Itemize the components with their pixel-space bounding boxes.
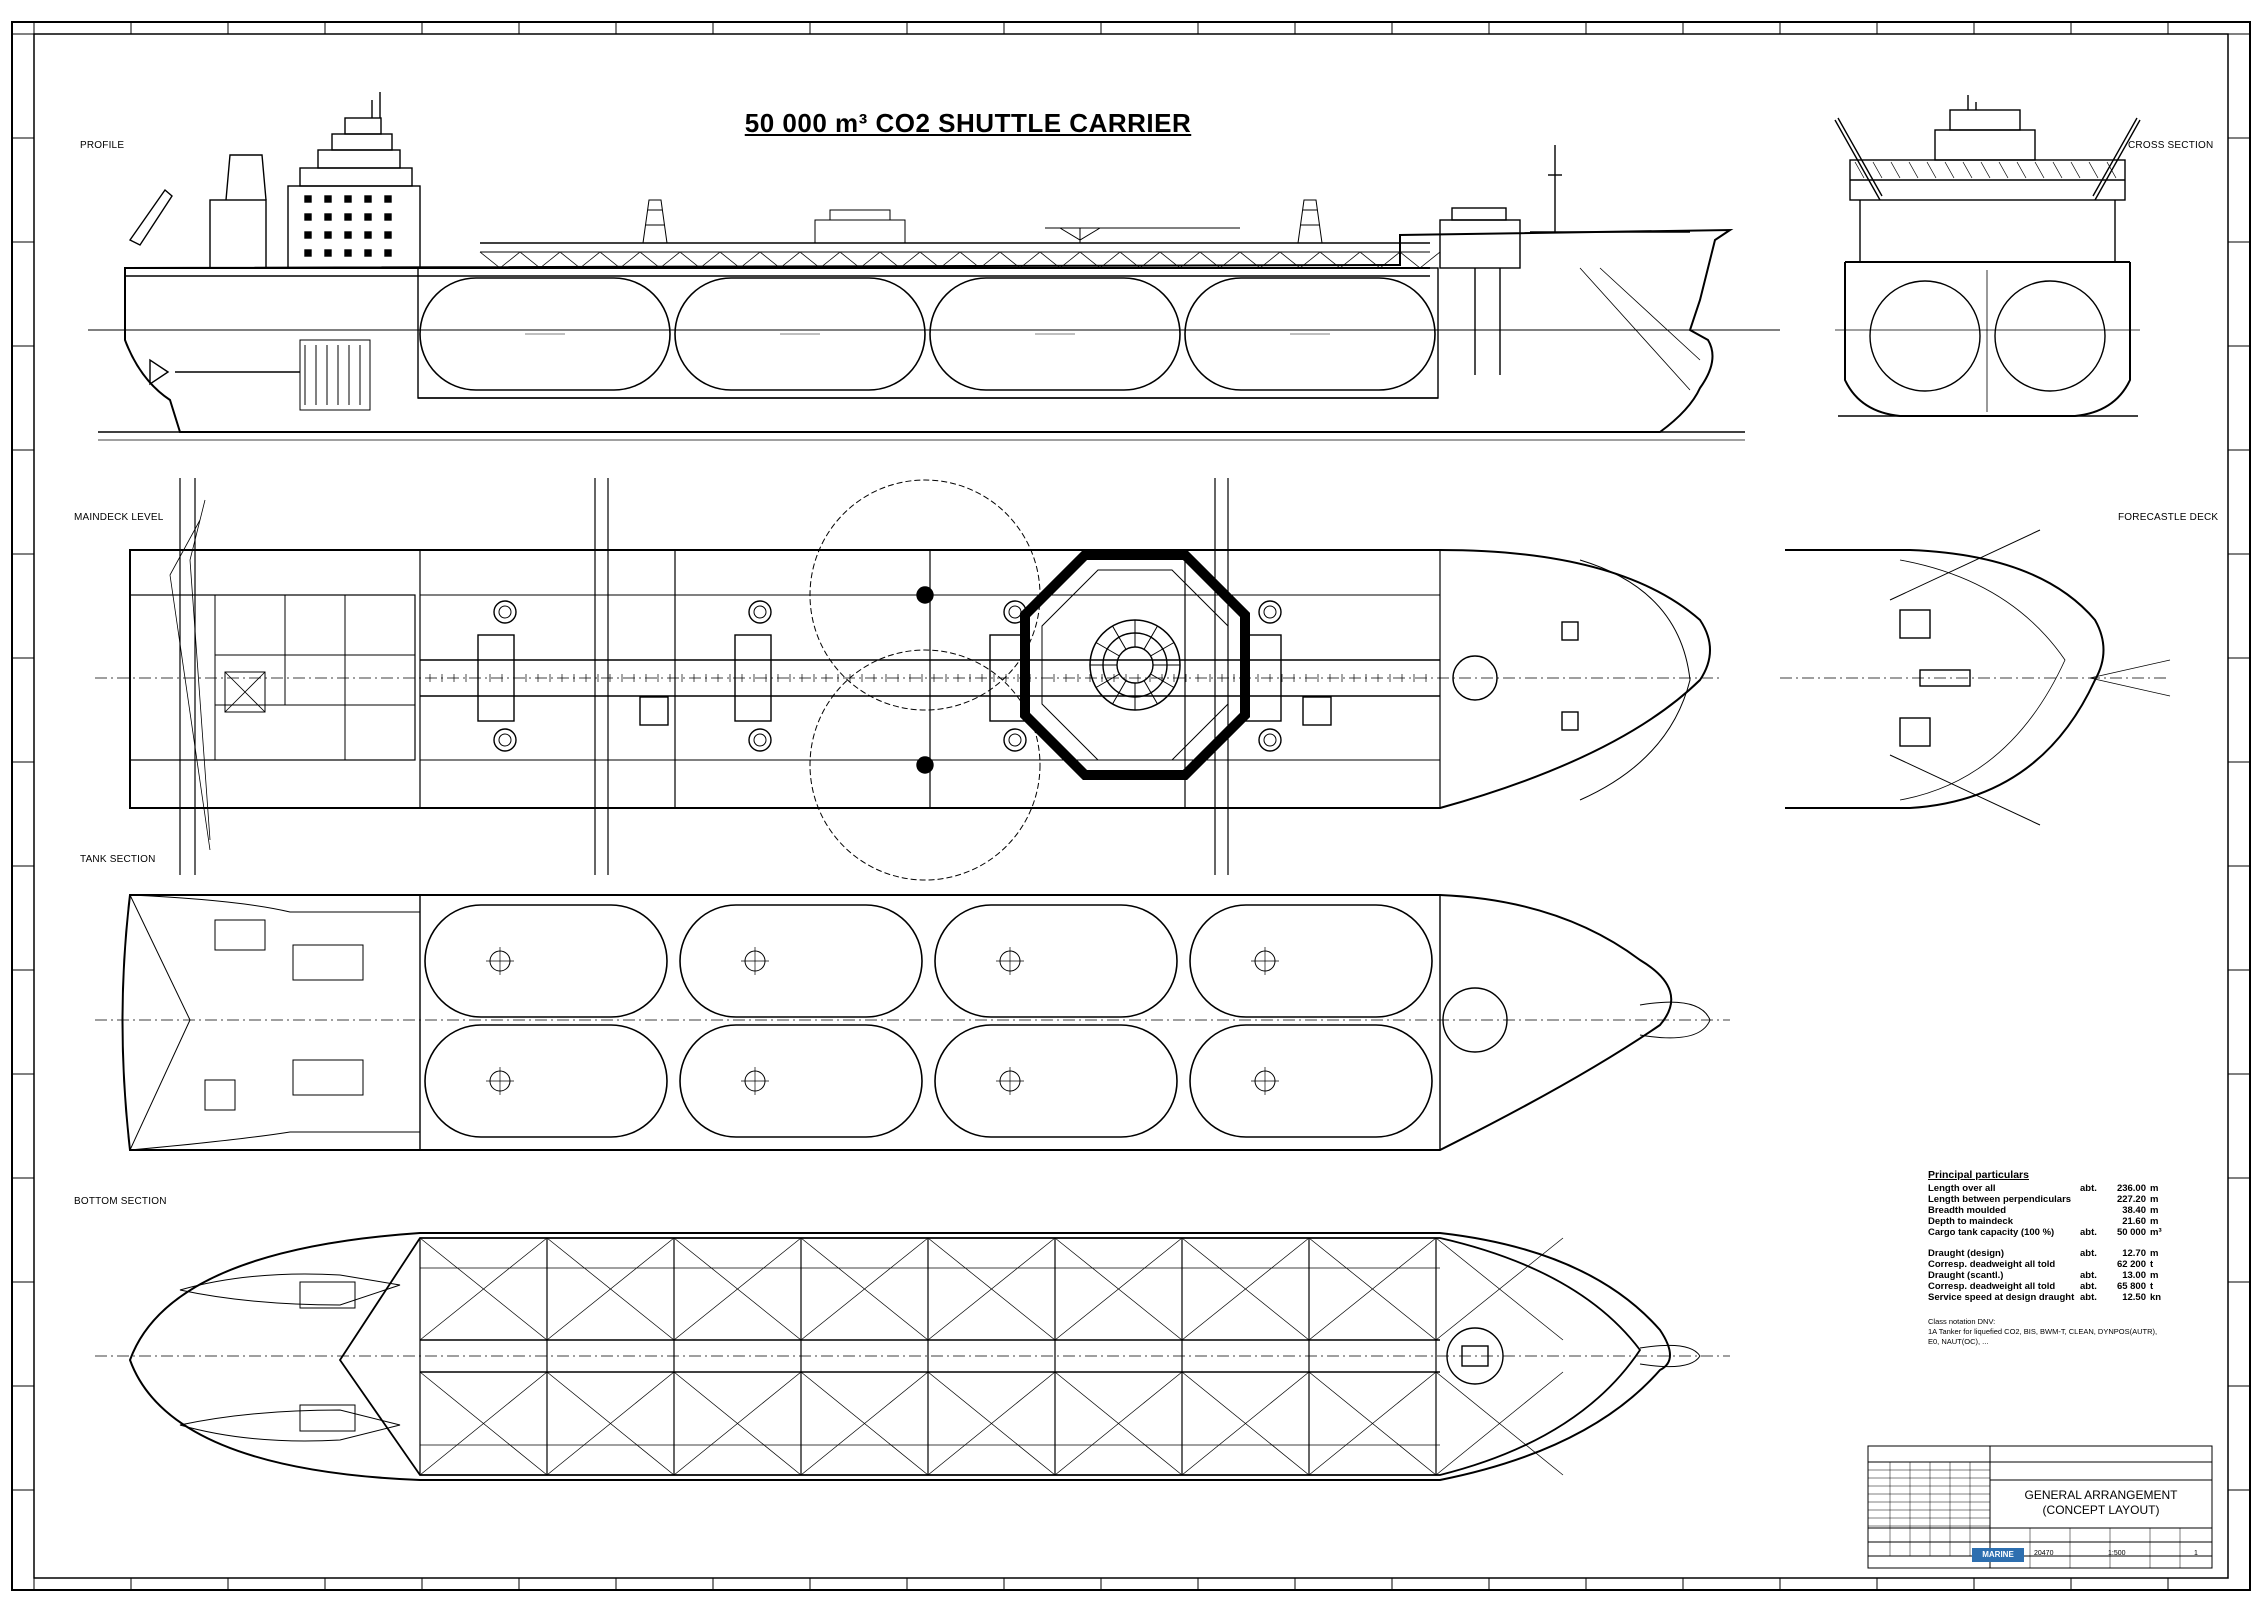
title-block: GENERAL ARRANGEMENT (CONCEPT LAYOUT) MAR… [1868,1446,2212,1568]
particular-value: 12.70 [2122,1248,2146,1259]
particular-value: 227.20 [2116,1194,2146,1205]
particular-label: Length between perpendiculars [1928,1194,2072,1205]
class-notation-heading: Class notation DNV: [1928,1317,1996,1326]
particular-approx [2080,1194,2104,1205]
title-block-sub: (CONCEPT LAYOUT) [2042,1503,2160,1517]
particular-row: Draught (scantl.) abt. 13.00 m [1928,1270,2168,1281]
particular-approx [2080,1259,2104,1270]
particular-row: Corresp. deadweight all told 62 200 t [1928,1259,2168,1270]
particular-label: Draught (design) [1928,1248,2004,1259]
particular-unit: m [2150,1216,2159,1227]
particular-label: Draught (scantl.) [1928,1270,2004,1281]
particular-approx: abt. [2080,1183,2097,1194]
principal-particulars: Principal particulars Length over all abt… [1928,1170,2168,1347]
particular-approx: abt. [2080,1281,2097,1292]
outer-border [11,21,2251,1591]
general-arrangement-title: GENERAL ARRANGEMENT (CONCEPT LAYOUT) [1990,1488,2212,1518]
particular-label: Corresp. deadweight all told [1928,1281,2056,1292]
particular-label: Breadth moulded [1928,1205,2007,1216]
maindeck-view [95,478,1720,881]
tank-section-view [95,894,1730,1151]
principal-particulars-heading: Principal particulars [1928,1169,2029,1181]
particular-row: Corresp. deadweight all told abt. 65 800 t [1928,1281,2168,1292]
particular-label: Depth to maindeck [1928,1216,2013,1227]
border-grid-ticks [12,22,2250,1590]
cross-section-view [1834,95,2141,417]
particular-label: Corresp. deadweight all told [1928,1259,2056,1270]
company-logo: MARINE [1972,1548,2024,1562]
particular-value: 21.60 [2122,1216,2146,1227]
particular-row: Breadth moulded 38.40 m [1928,1205,2168,1216]
particular-value: 65 800 [2116,1281,2146,1292]
particular-row: Draught (design) abt. 12.70 m [1928,1248,2168,1259]
particular-value: 12.50 [2122,1292,2146,1303]
particular-value: 62 200 [2116,1259,2146,1270]
drawing-title: 50 000 m³ CO2 SHUTTLE CARRIER [744,108,1192,138]
maindeck-level-label: MAINDECK LEVEL [74,512,164,523]
bottom-section-view [95,1232,1730,1481]
particular-row: Service speed at design draught abt. 12.50… [1928,1292,2168,1303]
forecastle-view [1780,529,2171,826]
particular-row: Depth to maindeck 21.60 m [1928,1216,2168,1227]
particular-value: 236.00 [2116,1183,2146,1194]
particular-row: Cargo tank capacity (100 %) abt. 50 000 m³ [1928,1227,2168,1238]
particular-unit: m [2150,1194,2159,1205]
forecastle-deck-label: FORECASTLE DECK [2118,512,2219,523]
particular-value: 13.00 [2122,1270,2146,1281]
bottom-section-label: BOTTOM SECTION [74,1196,167,1207]
title-block-main: GENERAL ARRANGEMENT [2024,1488,2178,1502]
particular-unit: m [2150,1205,2159,1216]
title-block-grid [1867,1445,2213,1569]
tank-section-label: TANK SECTION [80,854,156,865]
particular-unit: kn [2150,1292,2162,1303]
particular-row: Length over all abt. 236.00 m [1928,1183,2168,1194]
particular-unit: t [2150,1281,2154,1292]
inner-border [33,33,2229,1579]
drawing-number: 20470 [2034,1550,2054,1557]
particular-row: Length between perpendiculars 227.20 m [1928,1194,2168,1205]
particular-approx: abt. [2080,1270,2097,1281]
particular-approx [2080,1216,2104,1227]
particular-label: Cargo tank capacity (100 %) [1928,1227,2055,1238]
particular-value: 38.40 [2122,1205,2146,1216]
cross-section-label: CROSS SECTION [2128,140,2214,151]
particular-approx: abt. [2080,1227,2097,1238]
particular-approx [2080,1205,2104,1216]
profile-cargo-tanks [419,277,1436,391]
profile-label: PROFILE [80,140,125,151]
profile-view [88,92,1780,441]
particular-approx: abt. [2080,1292,2097,1303]
particular-unit: m³ [2150,1227,2162,1238]
particular-unit: t [2150,1259,2154,1270]
sheet-number: 1 [2194,1550,2198,1557]
class-notation-text: 1A Tanker for liquefied CO2, BIS, BWM-T,… [1928,1327,2158,1346]
particular-unit: m [2150,1183,2159,1194]
particular-unit: m [2150,1248,2159,1259]
particular-approx: abt. [2080,1248,2097,1259]
particular-unit: m [2150,1270,2159,1281]
particular-label: Service speed at design draught [1928,1292,2075,1303]
particular-value: 50 000 [2116,1227,2146,1238]
particular-label: Length over all [1928,1183,1996,1194]
drawing-scale: 1:500 [2108,1550,2126,1557]
